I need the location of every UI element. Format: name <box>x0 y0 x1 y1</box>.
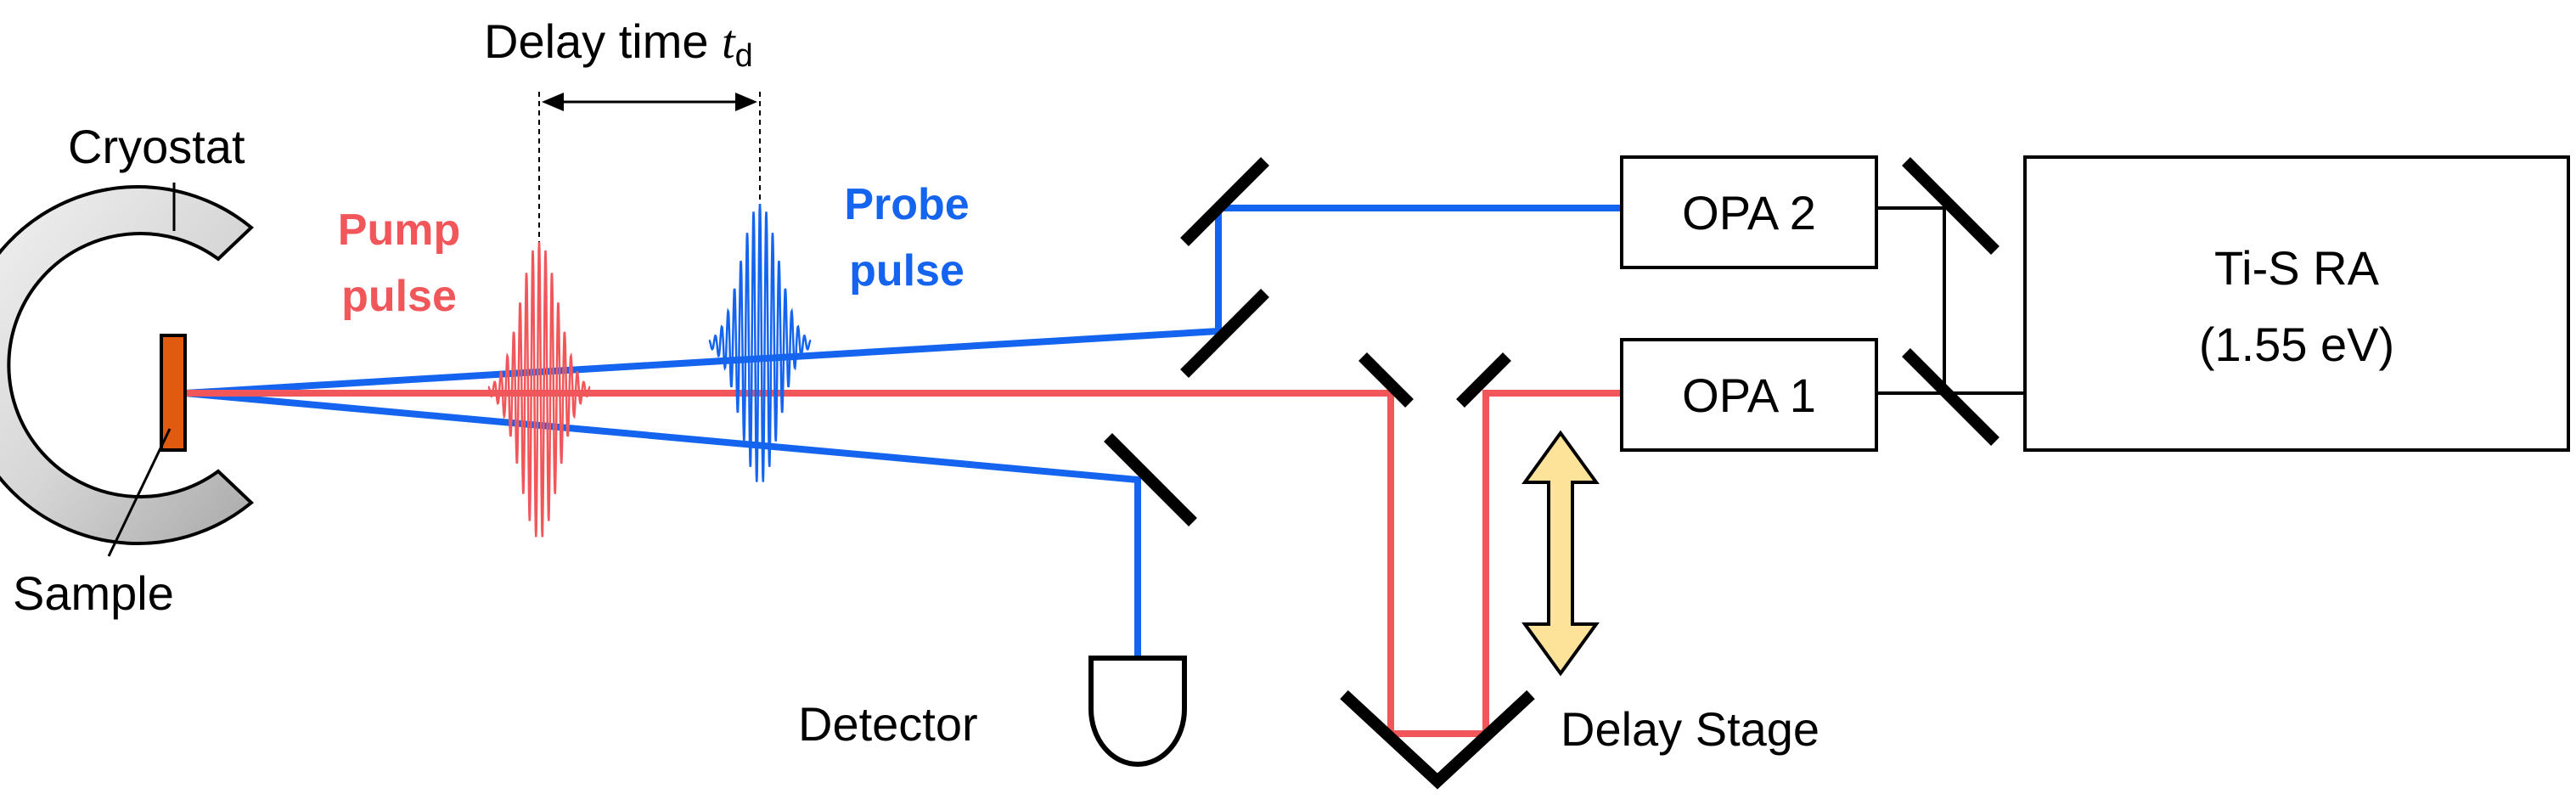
detector-icon <box>1088 656 1187 767</box>
probe-pulse-wave <box>708 203 812 482</box>
pump-pulse-label: Pump <box>338 205 460 255</box>
sample <box>160 334 187 452</box>
delay-stage-label: Delay Stage <box>1561 702 1820 756</box>
opa2-label: OPA 2 <box>1682 186 1816 239</box>
probe-beam-reflected <box>184 390 1141 658</box>
laser-box <box>2023 155 2570 452</box>
double-arrow-icon <box>1521 430 1600 677</box>
probe-pulse-label: Probe <box>844 180 969 229</box>
detector-label: Detector <box>798 697 978 751</box>
opa1-label: OPA 1 <box>1682 369 1816 422</box>
pump-pulse-label-2: pulse <box>341 272 457 321</box>
laser-label-2: (1.55 eV) <box>2199 318 2394 371</box>
delay-stage-retroreflector-icon <box>1340 690 1535 790</box>
mirror-icon <box>1358 352 1414 408</box>
laser-label: Ti-S RA <box>2214 241 2380 295</box>
probe-pulse-label-2: pulse <box>849 246 965 296</box>
mirror-icon <box>1902 157 1999 255</box>
delay-time-arrowhead-right <box>735 93 757 111</box>
opa2-box <box>1620 155 1878 269</box>
cryostat-icon <box>0 185 255 545</box>
pump-beam <box>185 390 1622 737</box>
mirror-icon <box>1456 352 1511 408</box>
mirror-icon <box>1180 157 1269 246</box>
sample-label: Sample <box>13 566 174 620</box>
opa1-box <box>1620 338 1878 452</box>
sample-leader-line <box>107 428 172 557</box>
mirror-icon <box>1180 289 1269 378</box>
mirror-icon <box>1902 348 1999 446</box>
pump-pulse-wave <box>487 241 591 538</box>
mirror-icon <box>1104 433 1197 526</box>
delay-time-label: Delay time td <box>484 14 753 74</box>
delay-time-arrowhead-left <box>542 93 564 111</box>
probe-beam-incoming <box>184 205 1622 397</box>
cryostat-label: Cryostat <box>68 120 245 173</box>
